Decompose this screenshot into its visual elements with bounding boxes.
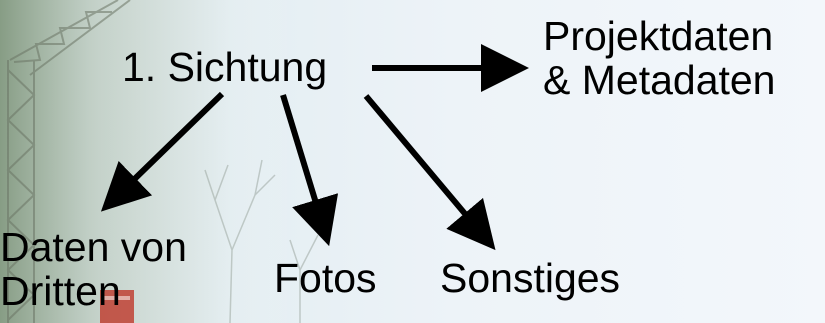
arrow-to-daten-von-dritten	[100, 91, 225, 212]
node-sonstiges: Sonstiges	[440, 256, 620, 300]
node-meta-line2: & Metadaten	[543, 57, 776, 103]
red-marker-icon	[100, 290, 134, 323]
node-sichtung: 1. Sichtung	[122, 45, 327, 89]
node-fotos: Fotos	[274, 256, 377, 300]
node-dritten-line2: Dritten	[0, 268, 121, 314]
crane-icon	[6, 0, 131, 323]
arrow-to-sonstiges	[363, 94, 496, 251]
node-meta-line1: Projektdaten	[543, 13, 774, 59]
node-fotos-label: Fotos	[274, 255, 377, 301]
node-sichtung-label: 1. Sichtung	[122, 44, 328, 90]
arrow-to-fotos	[280, 94, 339, 247]
node-daten-von-dritten: Daten von Dritten	[0, 225, 187, 313]
node-projektdaten-metadaten: Projektdaten & Metadaten	[543, 14, 776, 102]
node-dritten-line1: Daten von	[0, 224, 187, 270]
node-sonstiges-label: Sonstiges	[440, 255, 621, 301]
